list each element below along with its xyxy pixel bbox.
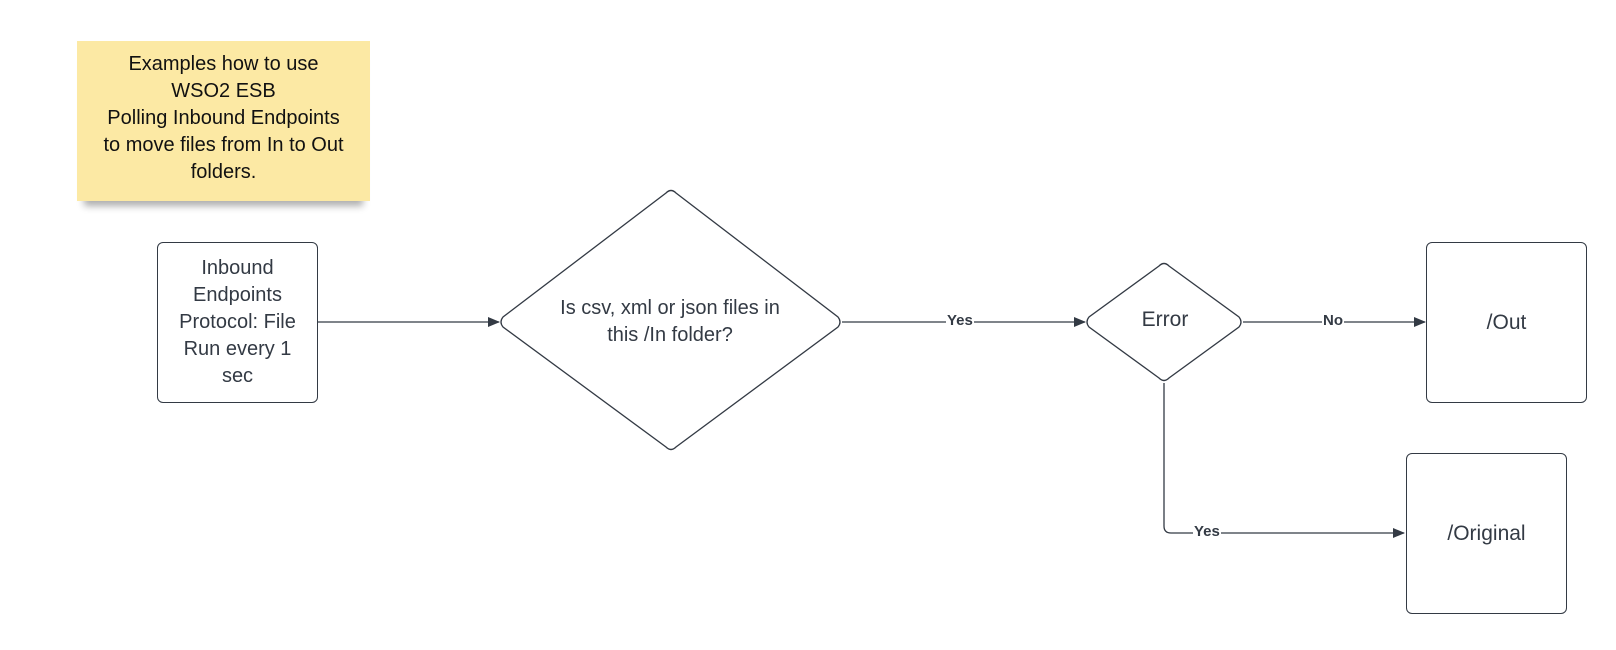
edge-label-no-error: No [1322,312,1344,329]
original-folder-box[interactable]: /Original [1406,453,1567,614]
edge-label-yes-files: Yes [946,312,974,329]
connector-error-to-original [1163,383,1405,538]
decision-error-diamond[interactable] [1086,262,1242,382]
decision-files-label: Is csv, xml or json files in this /In fo… [560,297,780,346]
sticky-note[interactable]: Examples how to use WSO2 ESB Polling Inb… [77,41,370,201]
out-folder-box[interactable]: /Out [1426,242,1587,403]
edge-label-yes-error: Yes [1193,523,1221,540]
decision-error-label: Error [1141,308,1189,331]
inbound-endpoints-box[interactable]: Inbound Endpoints Protocol: File Run eve… [157,242,318,403]
decision-files-diamond[interactable] [500,189,841,451]
